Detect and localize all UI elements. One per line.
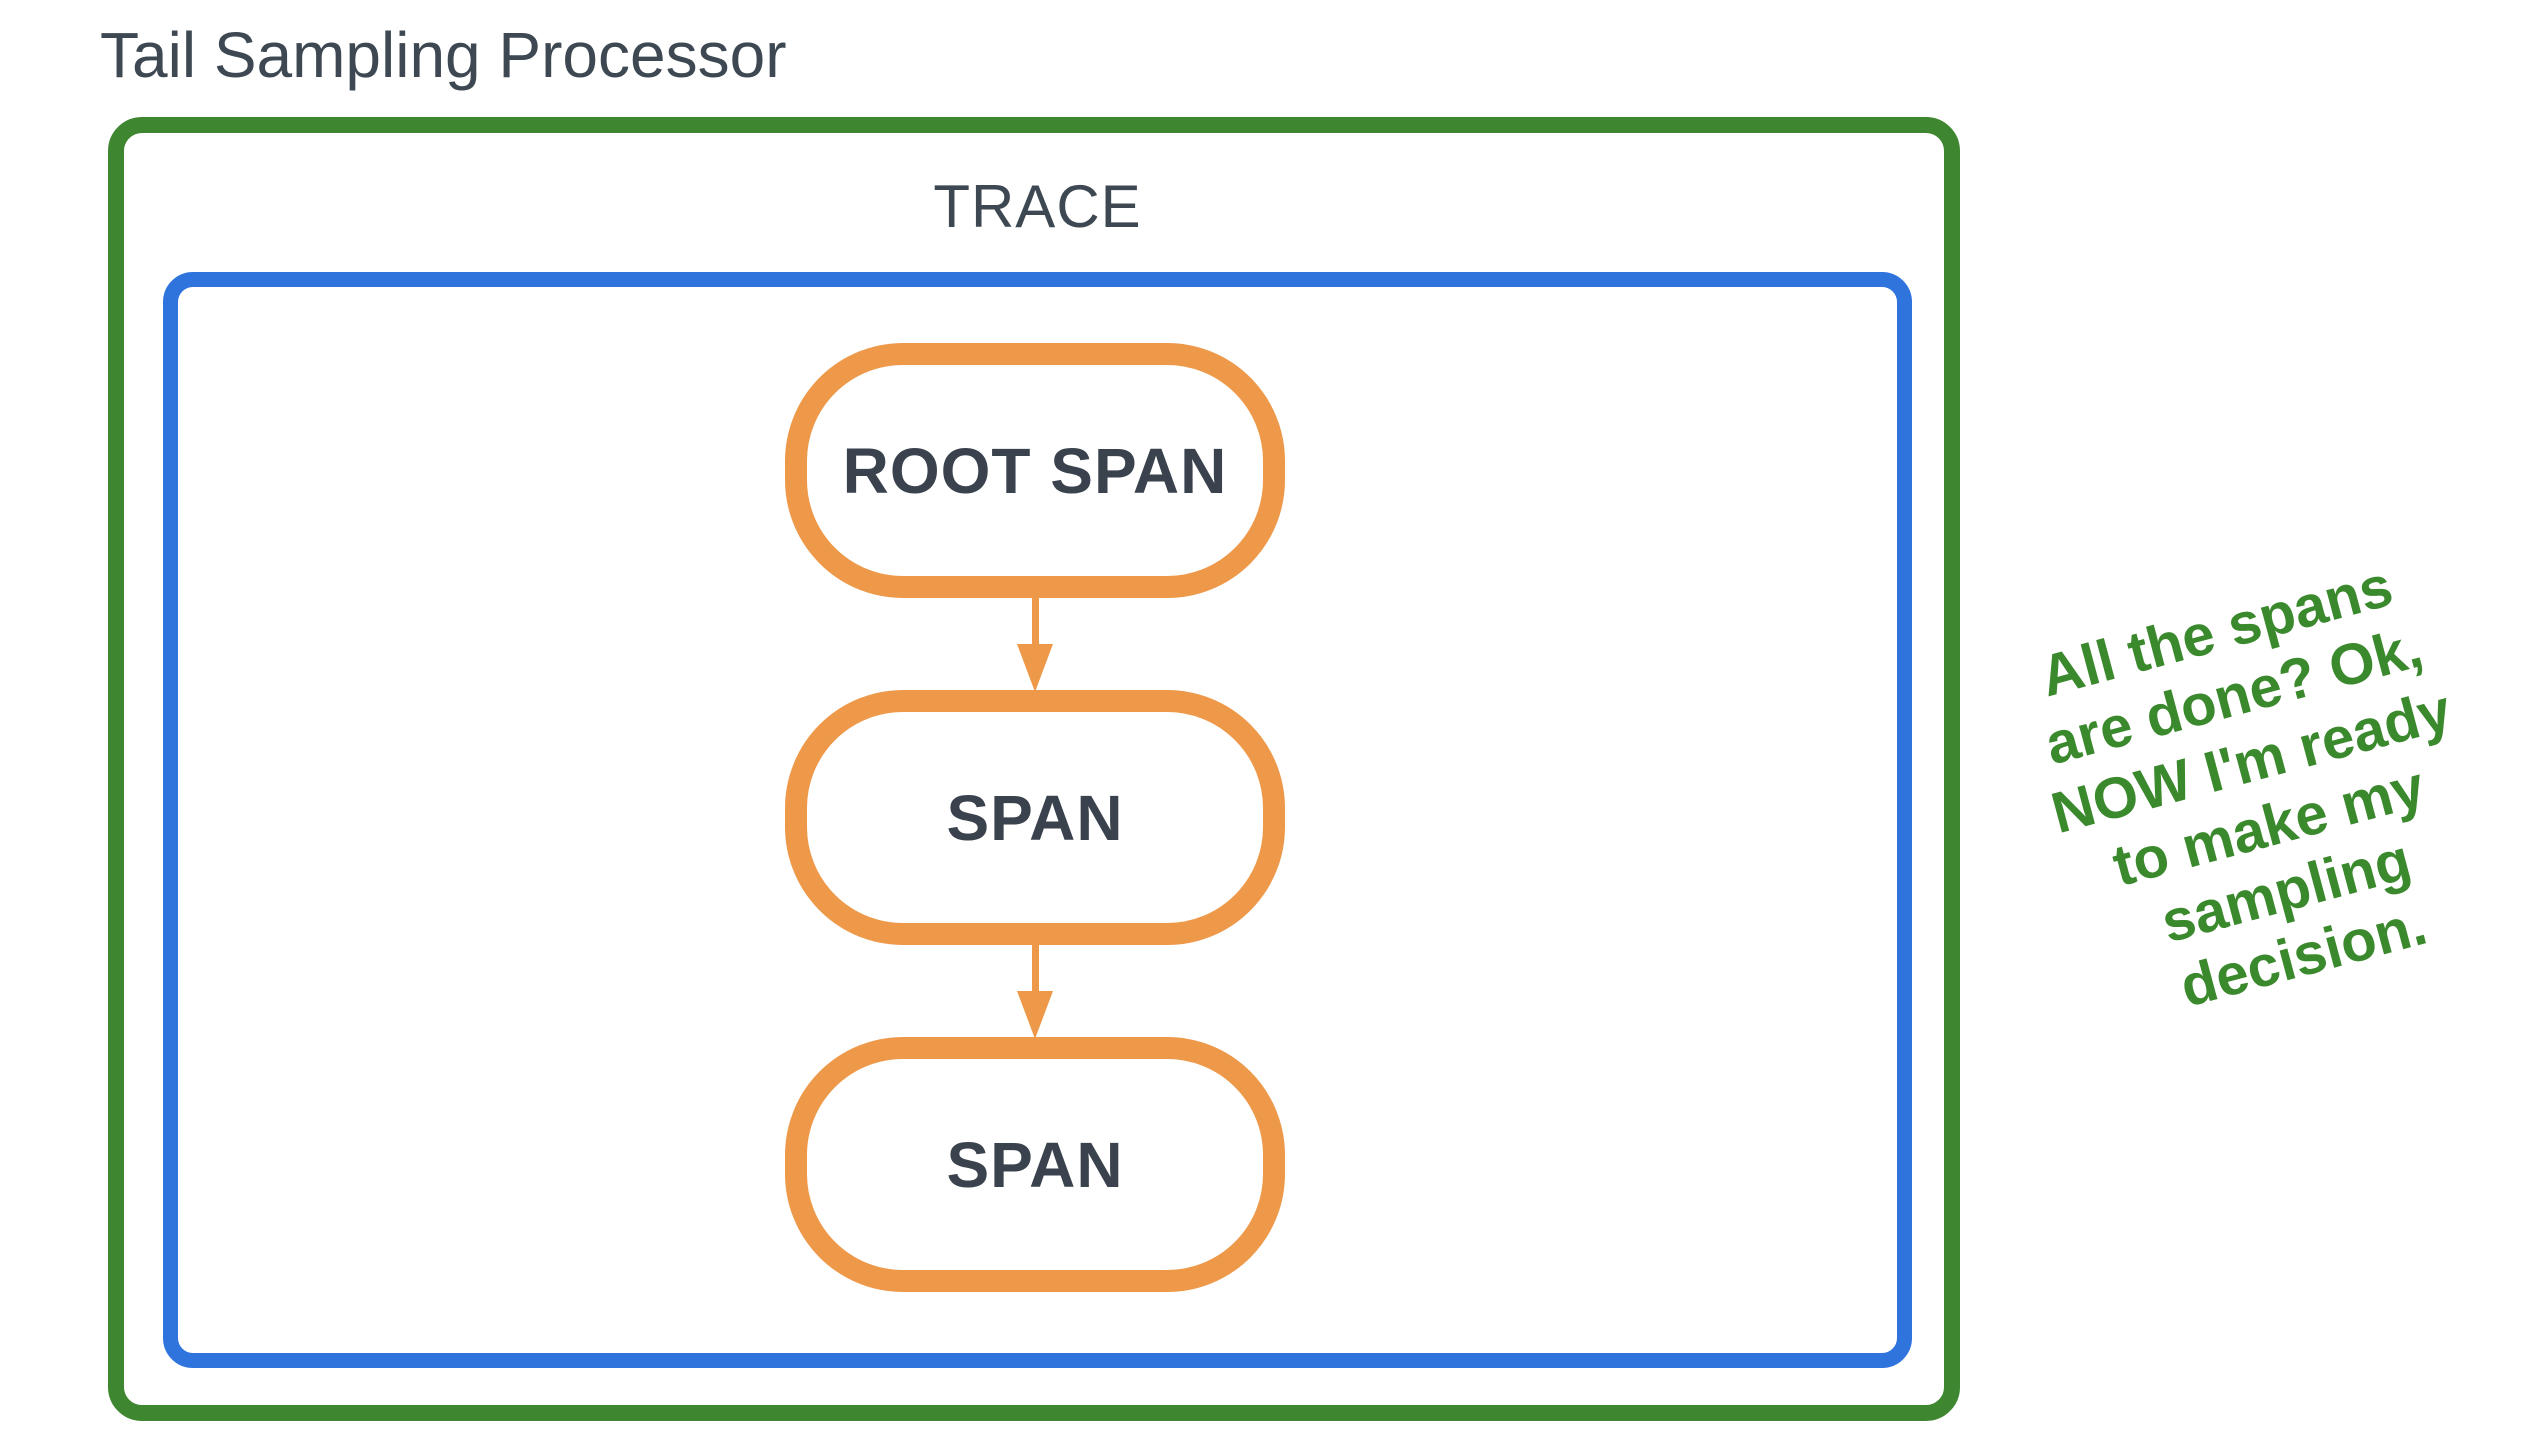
trace-box <box>163 272 1912 1368</box>
root-span-node: ROOT SPAN <box>785 343 1285 598</box>
arrow-stem <box>1032 945 1039 991</box>
arrow-down-icon <box>1017 991 1053 1039</box>
span-label: SPAN <box>946 1128 1124 1201</box>
span-node-2: SPAN <box>785 1037 1285 1292</box>
span-node-1: SPAN <box>785 690 1285 945</box>
trace-label: TRACE <box>933 173 1142 240</box>
sampling-decision-annotation: All the spans are done? Ok, NOW I'm read… <box>1995 542 2524 1046</box>
tail-sampling-processor-box <box>108 117 1960 1421</box>
diagram-title: Tail Sampling Processor <box>100 19 787 91</box>
arrow-stem <box>1032 598 1039 644</box>
arrow-down-icon <box>1017 644 1053 692</box>
span-label: SPAN <box>946 781 1124 854</box>
root-span-label: ROOT SPAN <box>842 434 1228 507</box>
